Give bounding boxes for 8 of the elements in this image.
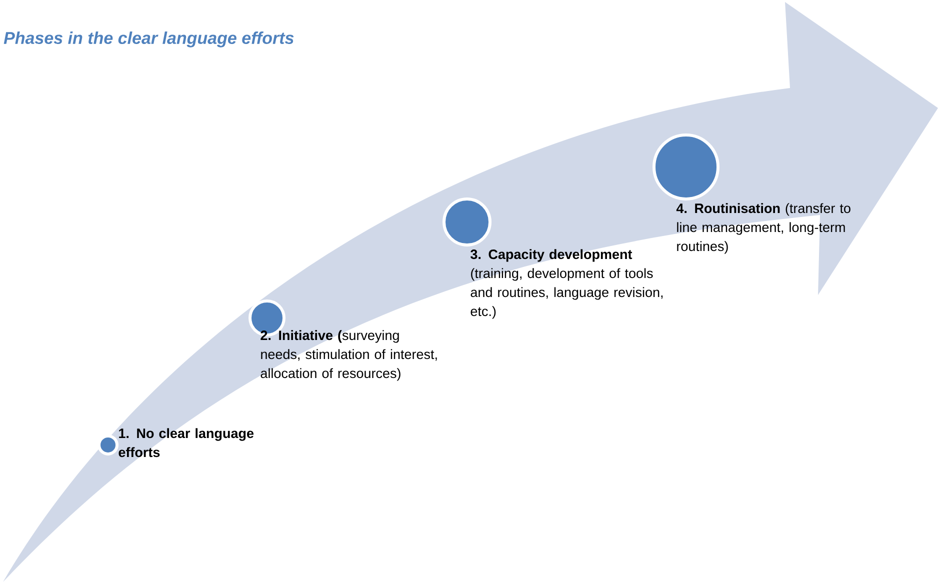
phase-description: 4. Routinisation (transfer to line management, long-term routines) [676, 203, 850, 254]
title: Phases in the clear language efforts [4, 32, 294, 48]
phase-description: 2. Initiative (surveying needs, stimulation of interest, allocation of resources) [260, 330, 437, 381]
phase-description: 1. No clear language efforts [118, 428, 254, 458]
phase-circle [98, 434, 118, 456]
phase-description: 3. Capacity development (training, development of tools and routines, language revision, etc.) [470, 249, 663, 319]
phase-circle [652, 133, 720, 200]
phase-circle [442, 197, 492, 246]
